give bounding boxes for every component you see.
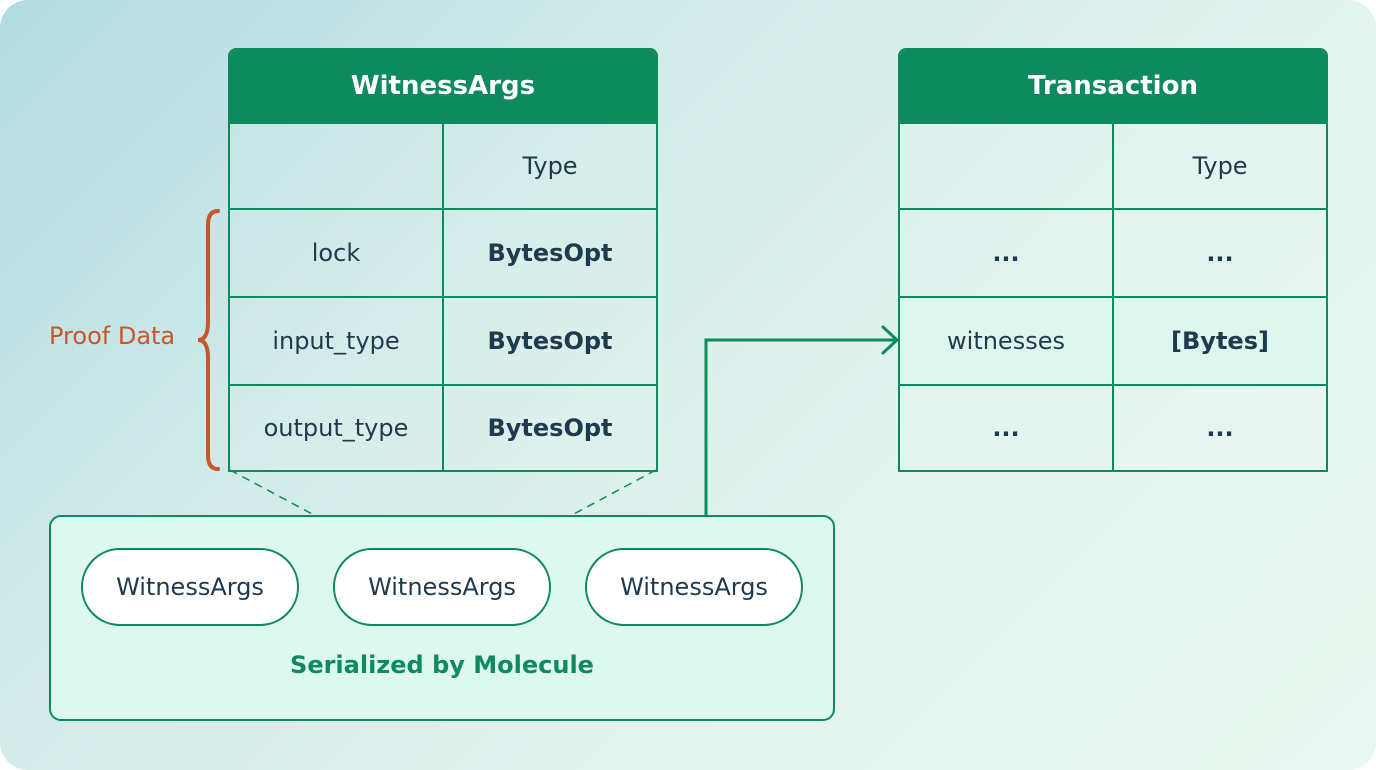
field-name: input_type [272,327,400,355]
table-row: output_type BytesOpt [230,384,656,470]
witness-args-pill: WitnessArgs [585,548,803,626]
field-name: ... [992,414,1020,442]
molecule-box: WitnessArgs WitnessArgs WitnessArgs Seri… [49,515,835,721]
arrow-line [704,338,895,515]
table-row: ... ... [900,384,1326,470]
field-name: lock [311,239,361,267]
table-row: input_type BytesOpt [230,296,656,384]
field-type: BytesOpt [442,386,656,470]
arrow-head [881,325,899,355]
table-header-row: Type [900,122,1326,208]
transaction-table: Transaction Type ... ... witnesses [Byte… [898,48,1328,472]
curly-brace [197,209,220,471]
field-name: ... [992,239,1020,267]
witness-args-title: WitnessArgs [230,50,656,122]
header-cell-type: Type [1112,124,1326,208]
header-cell-type: Type [442,124,656,208]
table-row: ... ... [900,208,1326,296]
field-name: witnesses [947,327,1065,355]
table-row-witnesses: witnesses [Bytes] [900,296,1326,384]
field-name: output_type [263,414,409,442]
field-type: [Bytes] [1112,298,1326,384]
witness-args-pill: WitnessArgs [333,548,551,626]
table-row: lock BytesOpt [230,208,656,296]
field-type: BytesOpt [442,210,656,296]
header-cell-name [900,124,1112,208]
header-cell-name [230,124,442,208]
table-header-row: Type [230,122,656,208]
witness-args-table: WitnessArgs Type lock BytesOpt input_typ… [228,48,658,472]
molecule-label: Serialized by Molecule [290,651,594,679]
field-type: ... [1112,210,1326,296]
field-type: BytesOpt [442,298,656,384]
witness-args-pill: WitnessArgs [81,548,299,626]
field-type: ... [1112,386,1326,470]
proof-data-label: Proof Data [49,322,176,350]
transaction-title: Transaction [900,50,1326,122]
